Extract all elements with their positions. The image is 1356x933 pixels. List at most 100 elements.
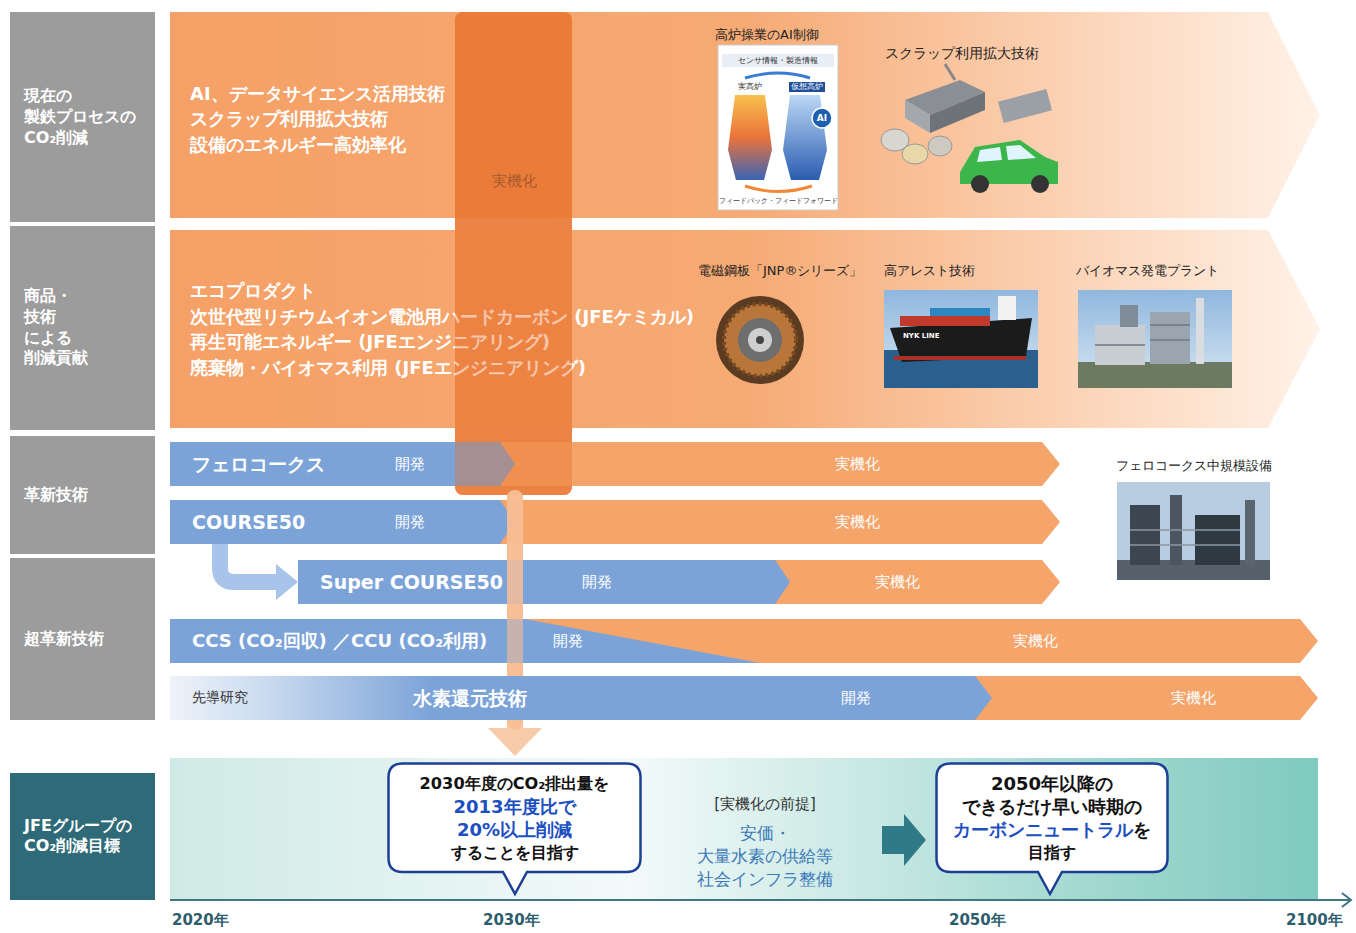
illustration-part <box>1120 305 1138 327</box>
category-label-text: JFEグループの CO₂削減目標 <box>24 816 132 858</box>
axis-year: 2020年 <box>172 911 229 929</box>
goal-band-text: [実機化の前提] <box>714 795 816 814</box>
illustration-part <box>905 100 930 133</box>
illustration-part <box>728 95 772 180</box>
target-callout-text: することを目指す <box>387 841 642 864</box>
illustration-part <box>500 442 1060 486</box>
goal-band-text: 安価・大量水素の供給等 社会インフラ整備 <box>697 822 833 891</box>
category-label-text: 革新技術 <box>24 485 88 506</box>
roadmap-band-text: エコプロダクト <box>190 280 316 302</box>
illustration-part <box>170 758 1318 899</box>
illustration-part <box>1117 560 1270 580</box>
target-callout-text: カーボンニュートラル <box>953 819 1133 840</box>
illustration-part <box>745 186 812 192</box>
illustration-part <box>1170 495 1182 565</box>
category-label: 商品・技術 による 削減貢献 <box>10 226 155 430</box>
timeline-bar-text: 開発 <box>582 573 612 591</box>
timeline-bar-text: 実機化 <box>835 455 880 473</box>
timeline-bar-text: 水素還元技術 <box>413 687 527 710</box>
illustration-part <box>1130 505 1160 565</box>
category-label: JFEグループの CO₂削減目標 <box>10 773 155 900</box>
illustration-part <box>1245 500 1255 565</box>
flow-arrow <box>220 544 298 600</box>
illustration-part <box>1031 175 1049 193</box>
illustration-part <box>170 619 1318 663</box>
roadmap-band-text: AI、データサイエンス活用技術 <box>190 83 445 105</box>
ferro-coke-facility-photo <box>1117 482 1270 580</box>
timeline-bar-text: 開発 <box>395 455 425 473</box>
scrap-illustration <box>881 64 1058 193</box>
illustration-part <box>1195 515 1240 565</box>
illustration-part <box>298 560 790 604</box>
illustration-part <box>748 328 772 352</box>
target-callout: 2050年以降の できるだけ早い時期のカーボンニュートラルを目指す <box>935 762 1169 895</box>
timeline-bar-text: CCS (CO₂回収) ／CCU (CO₂利用) <box>192 630 487 652</box>
illustration-part <box>170 12 1320 218</box>
image-caption: フェロコークス中規模設備 <box>1116 458 1272 474</box>
electrical-steel-motor <box>716 296 804 384</box>
illustration-part <box>724 304 796 376</box>
illustration-part <box>905 80 985 115</box>
illustration-part <box>884 350 1038 388</box>
category-label-text: 超革新技術 <box>24 629 104 650</box>
illustration-part <box>170 676 1318 720</box>
timeline-bar: CCS (CO₂回収) ／CCU (CO₂利用)開発実機化 <box>170 619 1318 663</box>
illustration-part <box>900 316 990 326</box>
category-label: 革新技術 <box>10 436 155 554</box>
illustration-part <box>890 318 1032 362</box>
category-label-text: 商品・技術 による 削減貢献 <box>24 286 88 369</box>
illustration-part <box>945 64 955 80</box>
illustration-part <box>812 108 832 128</box>
illustration-part <box>998 296 1016 320</box>
target-callout-text: 2050年以降の できるだけ早い時期の <box>962 772 1142 818</box>
roadmap-band-text: スクラップ利用拡大技術 <box>190 108 388 130</box>
timeline-bar-text: 実機化 <box>835 513 880 531</box>
target-arrowhead <box>488 728 542 756</box>
illustration-part <box>1196 298 1204 364</box>
illustration-part <box>960 140 1058 184</box>
timeline-bar-text: 実機化 <box>875 573 920 591</box>
blast-furnace-ai-figure <box>718 45 838 210</box>
illustration-part <box>170 230 1320 428</box>
illustration-part <box>170 676 992 720</box>
target-callout: 2030年度のCO₂排出量を2013年度比で 20%以上削減することを目指す <box>387 762 642 895</box>
illustration-part <box>455 12 572 495</box>
illustration-part <box>1078 290 1232 388</box>
timeline-bar-shape <box>170 676 1318 720</box>
timeline-bar-text: Super COURSE50 <box>320 571 503 594</box>
target-callout-text: 2013年度比で 20%以上削減 <box>453 795 575 841</box>
illustration-part <box>500 500 1060 544</box>
illustration-part <box>998 89 1052 123</box>
illustration-part <box>1095 325 1145 365</box>
roadmap-band-text: 次世代型リチウムイオン電池用ハードカーボン (JFEケミカル) <box>190 306 694 328</box>
flow-arrow-line <box>220 544 278 582</box>
illustration-part <box>882 814 926 866</box>
illustration-part <box>884 290 1038 388</box>
axis-arrowhead <box>1342 893 1351 907</box>
category-label: 超革新技術 <box>10 558 155 720</box>
biomass-plant-photo <box>1078 290 1232 388</box>
timeline-bar-text: 実機化 <box>1013 632 1058 650</box>
illustration-part <box>170 500 515 544</box>
category-label-text: 現在の 製鉄プロセスの CO₂削減 <box>24 86 136 148</box>
illustration-part <box>894 356 1026 360</box>
illustration-part <box>738 318 782 362</box>
highlight-strip <box>455 12 572 495</box>
timeline-bar: フェロコークス 開発 実機化 <box>170 442 1060 486</box>
illustration-part <box>716 296 804 384</box>
roadmap-band-shape <box>170 230 1320 428</box>
illustration-part <box>902 144 928 164</box>
illustration-part <box>1130 530 1240 545</box>
axis-year: 2050年 <box>949 911 1006 929</box>
illustration-part <box>455 12 572 495</box>
illustration-part <box>718 45 838 210</box>
illustration-part <box>1078 362 1232 388</box>
target-callout-text: を <box>1133 819 1151 840</box>
timeline-bar-text: フェロコークス <box>192 453 325 476</box>
target-callout-text: 2030年度のCO₂排出量を <box>387 772 642 795</box>
axis-year: 2030年 <box>483 911 540 929</box>
roadmap-band: AI、データサイエンス活用技術スクラップ利用拡大技術設備のエネルギー高効率化実機… <box>170 12 1320 218</box>
goal-band: [実機化の前提] 安価・大量水素の供給等 社会インフラ整備 2030年度のCO₂排出… <box>170 758 1318 899</box>
target-callout-text: 目指す <box>935 841 1169 864</box>
